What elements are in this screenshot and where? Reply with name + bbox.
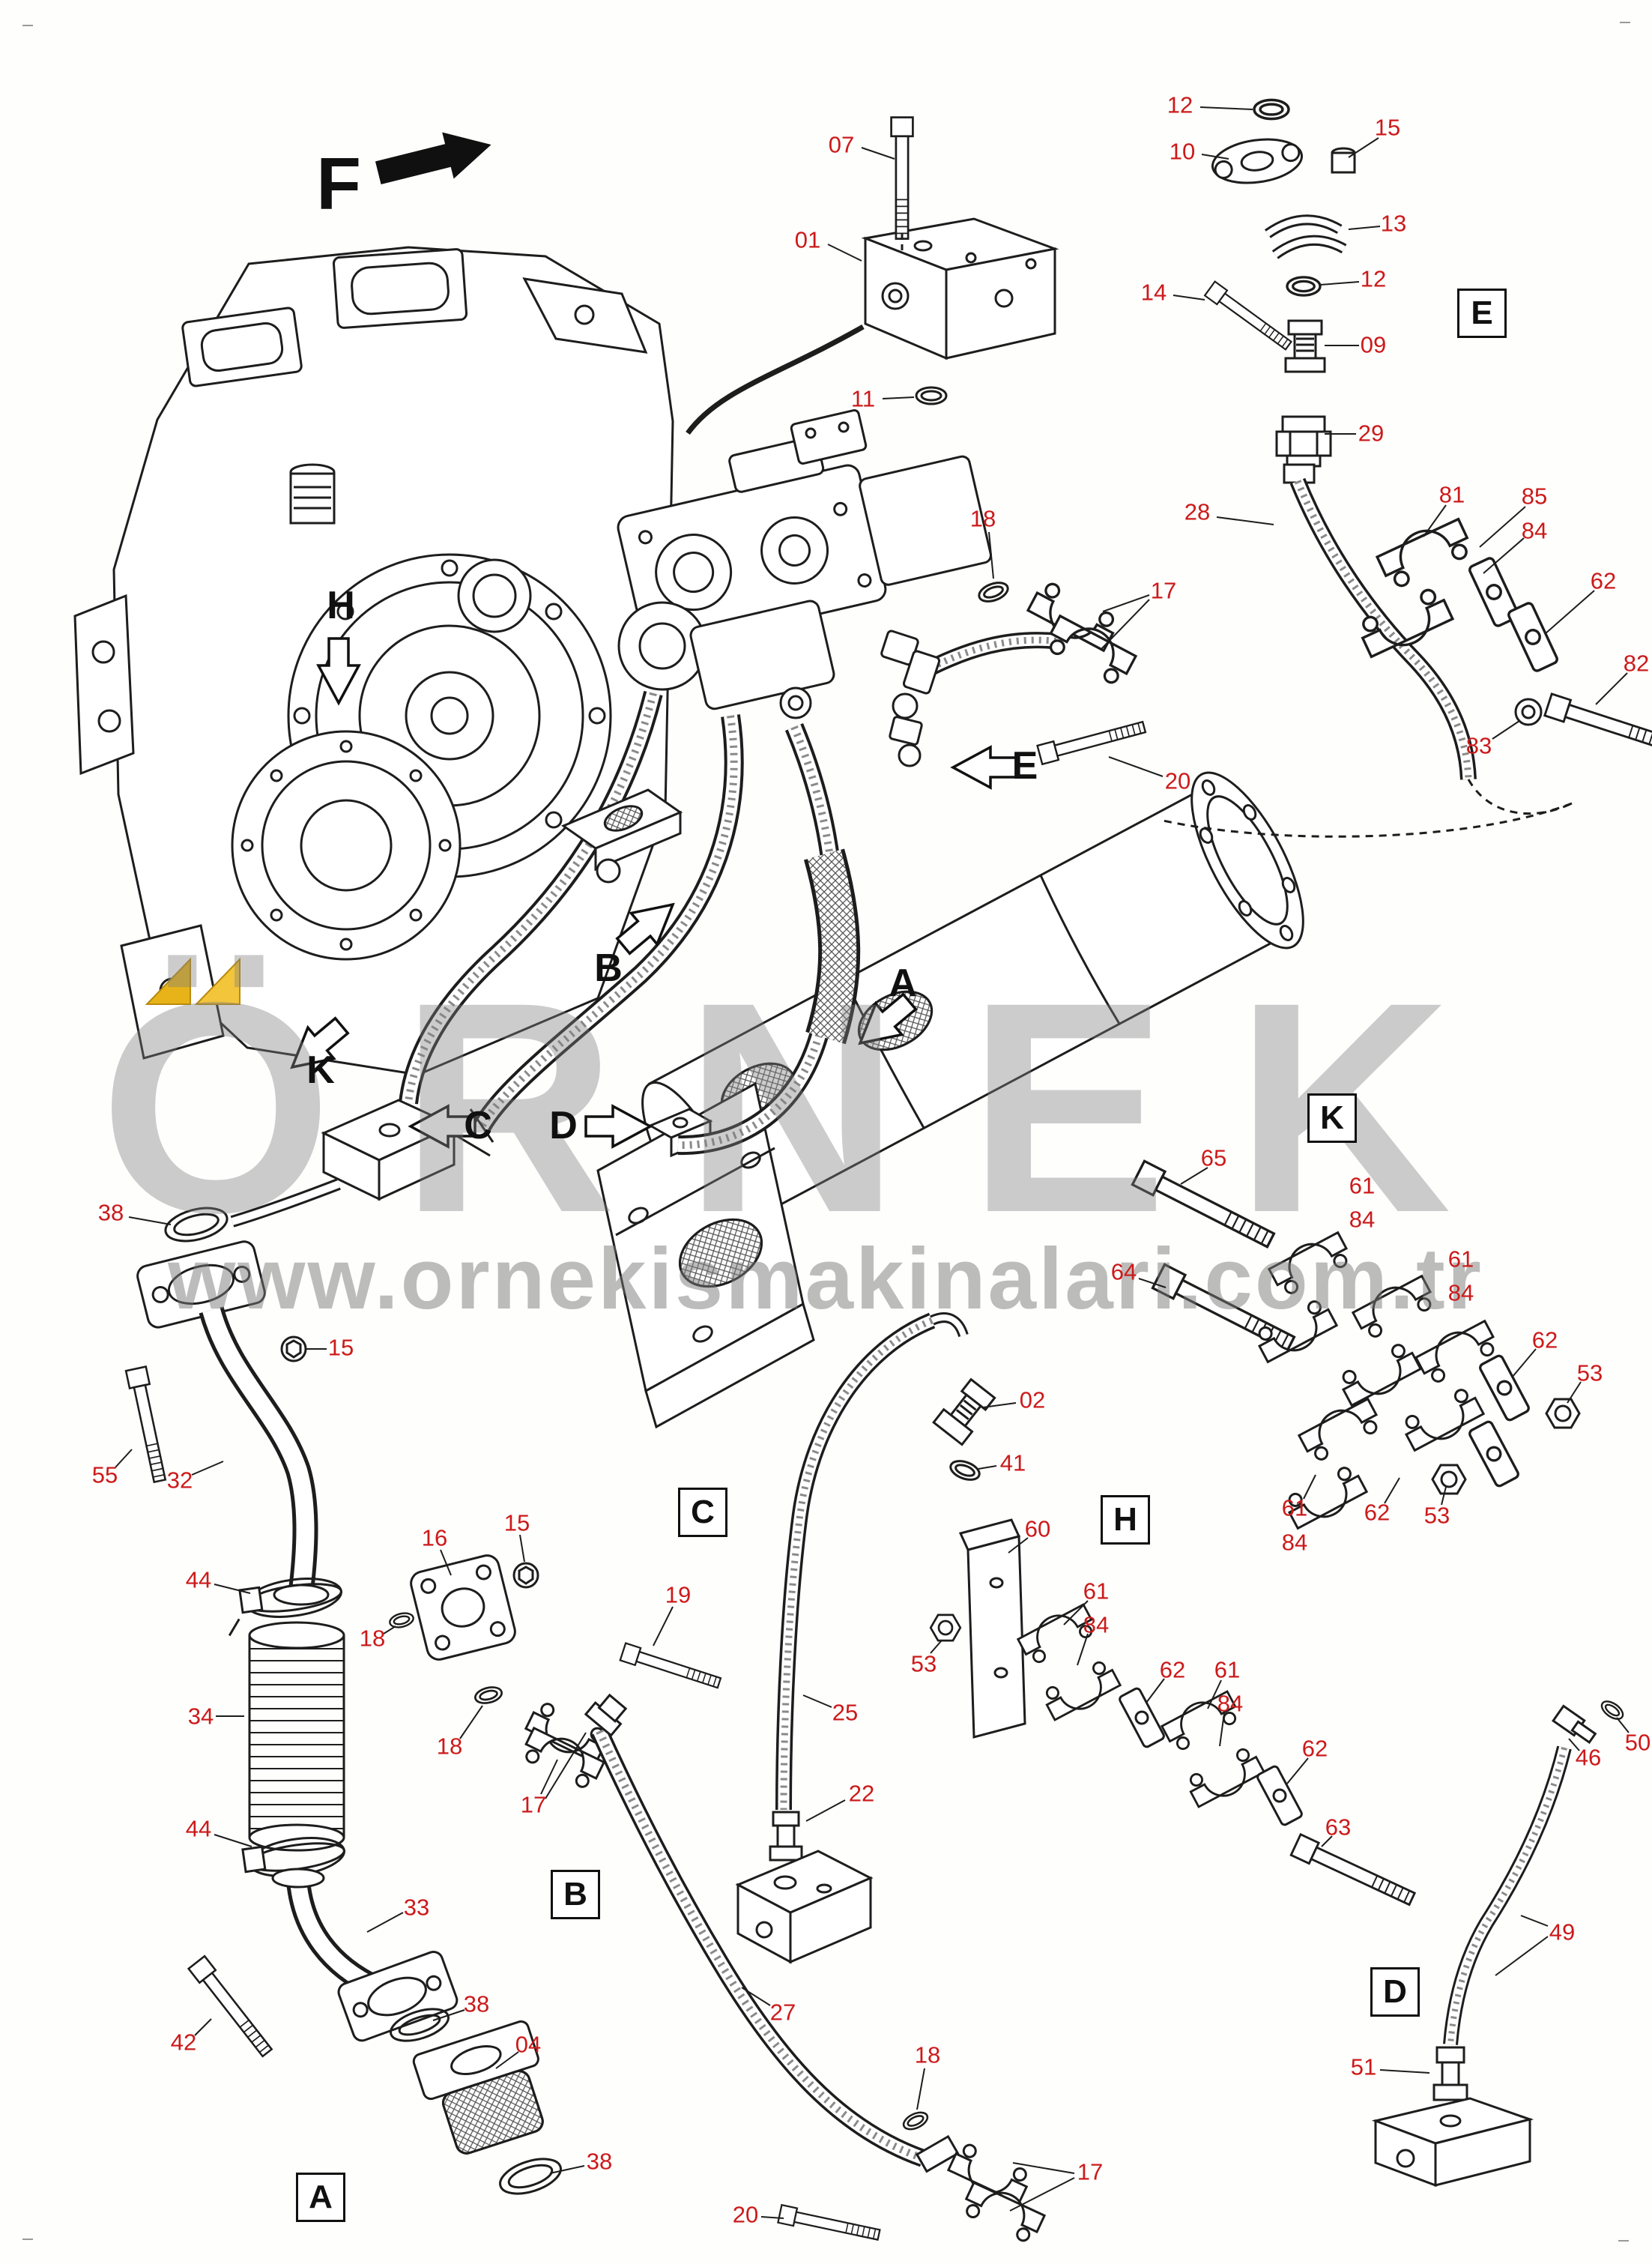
cooler-tube-drawing	[596, 771, 1304, 1429]
section-a-pipe-drawing	[124, 1099, 562, 2195]
section-c-hose-drawing	[735, 1317, 996, 1964]
engine-gearbox-drawing	[73, 246, 674, 1076]
watermark-brand: ÖRNEK	[99, 940, 1519, 1275]
section-h-clamps-drawing	[929, 1518, 1418, 1911]
section-d-hose-drawing	[1371, 1697, 1627, 2188]
hydraulic-pump-drawing	[560, 324, 992, 884]
watermark-url: www.ornekismakinalari.com.tr	[168, 1230, 1483, 1327]
section-e-parts-drawing	[1159, 98, 1652, 838]
hydraulic-hoses-drawing	[408, 640, 1060, 1157]
section-b-flange-hose-drawing	[387, 1554, 1048, 2246]
control-valve-block-drawing	[861, 116, 1059, 405]
corner-ticks	[22, 22, 1630, 2242]
brand-logo-triangles	[145, 957, 240, 1005]
